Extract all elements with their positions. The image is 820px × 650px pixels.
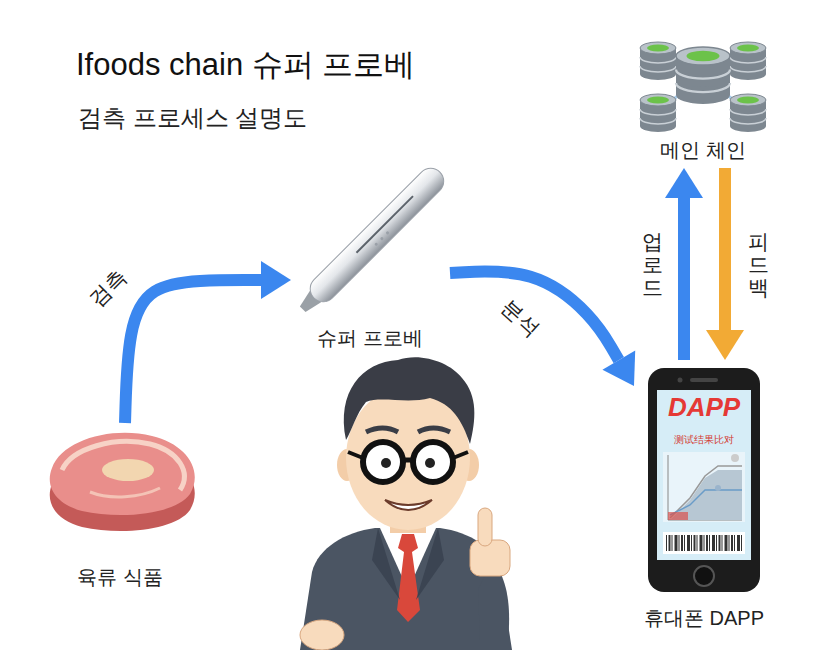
probe-device xyxy=(294,163,450,319)
diagram-title: Ifoods chain 슈퍼 프로베 xyxy=(76,46,415,83)
flow-arrow xyxy=(665,168,703,360)
screen-caption: 测试结果比对 xyxy=(674,434,734,446)
server-icon xyxy=(640,42,766,132)
flow-arrow xyxy=(125,261,291,423)
icon-node: 슈퍼 프로베 xyxy=(295,168,445,350)
flow-arrow xyxy=(450,271,635,386)
node-label: 슈퍼 프로베 xyxy=(317,326,423,350)
flow-arrow-line xyxy=(125,280,261,423)
arrowhead xyxy=(602,351,635,386)
node-label: 메인 체인 xyxy=(660,138,746,162)
edge-label: 피드백 xyxy=(747,228,770,301)
arrowhead xyxy=(261,261,291,299)
flow-arrow-line xyxy=(450,271,619,360)
arrowhead xyxy=(706,330,744,360)
flow-arrow xyxy=(706,168,744,360)
edge-label: 검측 xyxy=(81,261,134,314)
edge-label: 분석 xyxy=(494,292,548,344)
screen-logo: DAPP xyxy=(668,392,740,423)
arrowhead xyxy=(665,168,703,198)
node-label: 휴대폰 DAPP xyxy=(644,606,764,630)
icon-node: 메인 체인 xyxy=(633,33,773,162)
businessman-figure xyxy=(300,357,512,650)
flow-arrow-line xyxy=(719,168,731,330)
node-label: 육류 식품 xyxy=(77,565,163,589)
phone-icon xyxy=(648,368,760,592)
meat-icon xyxy=(50,433,195,531)
icon-node: 육류 식품 xyxy=(35,425,205,589)
icon-node: 휴대폰 DAPP xyxy=(638,366,770,630)
subtitle: 검측 프로세스 설명도 xyxy=(78,104,307,133)
flow-arrow-line xyxy=(678,198,690,360)
edge-label: 업로드 xyxy=(641,228,664,301)
